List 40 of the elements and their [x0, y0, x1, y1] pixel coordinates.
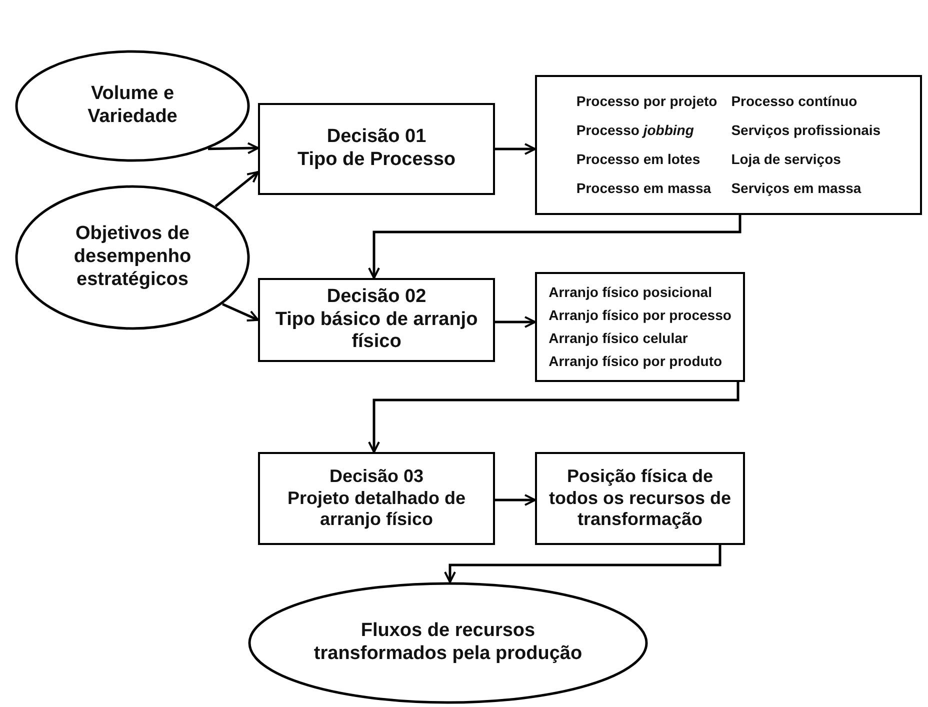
arrow	[495, 494, 536, 506]
list-box	[535, 272, 745, 382]
process-box	[258, 452, 495, 545]
node-text: Posição física de todos os recursos de transformação	[548, 466, 732, 531]
arrow	[495, 143, 536, 155]
node-text: Objetivos de desempenho estratégicos	[72, 223, 192, 292]
arrow	[208, 142, 259, 154]
node-text: Decisão 03	[329, 466, 424, 488]
list-item: Arranjo físico posicional	[548, 284, 712, 301]
arrow	[495, 316, 536, 328]
node-text: Volume e Variedade	[86, 83, 178, 129]
process-box	[258, 103, 495, 195]
node-text: Projeto detalhado de arranjo físico	[286, 488, 467, 531]
list-item: Processo em massa	[576, 180, 712, 197]
list-item: Arranjo físico por processo	[548, 307, 732, 324]
list-item: Processo em lotes	[576, 151, 700, 168]
node-text: Decisão 02	[326, 286, 426, 309]
arrow	[368, 382, 740, 453]
node-text: Tipo de Processo	[297, 149, 456, 172]
list-box	[535, 75, 922, 215]
process-box	[535, 452, 745, 545]
list-item: Processo por projeto	[576, 93, 718, 110]
list-item: Arranjo físico por produto	[548, 353, 722, 370]
arrow	[222, 302, 259, 322]
list-item: Processo contínuo	[731, 93, 858, 110]
node-text: Decisão 01	[326, 126, 426, 149]
process-box	[258, 278, 495, 362]
ellipse-node	[15, 185, 250, 330]
list-item: Serviços profissionais	[731, 122, 881, 139]
list-item: Arranjo físico celular	[548, 330, 688, 347]
list-item: Serviços em massa	[731, 180, 862, 197]
list-item: Loja de serviços	[731, 151, 841, 168]
arrow	[214, 171, 259, 208]
ellipse-node	[15, 50, 250, 162]
arrow	[444, 545, 722, 583]
arrow	[368, 215, 742, 279]
node-text: Tipo básico de arranjo físico	[274, 308, 479, 354]
list-item: Processo jobbing	[576, 122, 694, 139]
ellipse-node	[248, 582, 648, 704]
node-text: Fluxos de recursos transformados pela produção	[312, 620, 584, 666]
